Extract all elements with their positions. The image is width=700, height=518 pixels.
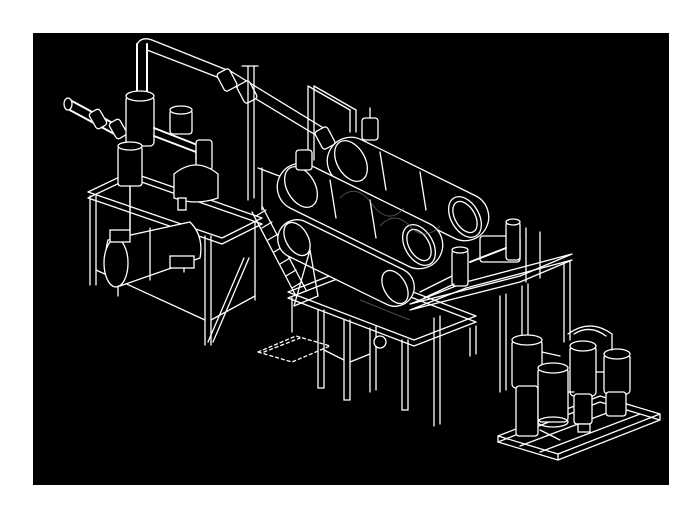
reactor-discharge-piping bbox=[419, 218, 521, 299]
reactor-support-frame bbox=[307, 85, 357, 161]
skid-vessel-1 bbox=[511, 334, 561, 437]
separator-column-1 bbox=[117, 90, 155, 231]
access-staircase bbox=[207, 167, 307, 343]
skid-vessel-3 bbox=[569, 340, 597, 425]
skid-piping bbox=[539, 325, 613, 441]
separator-column-2 bbox=[153, 105, 213, 171]
skid-vessel-4 bbox=[603, 348, 631, 417]
cad-drawing-frame bbox=[33, 33, 669, 485]
pyrolysis-reactor-upper bbox=[326, 107, 490, 242]
pyrolysis-reactor-front bbox=[277, 219, 415, 349]
right-platform bbox=[409, 227, 573, 427]
ground-walkway bbox=[257, 335, 331, 363]
pyrolysis-reactor-lower bbox=[276, 149, 444, 270]
watermark-logo bbox=[339, 190, 441, 321]
pyrolysis-plant-line-drawing bbox=[63, 38, 661, 461]
top-vapour-piping bbox=[136, 38, 336, 201]
reflux-tank bbox=[173, 149, 219, 211]
horizontal-condenser-tank bbox=[103, 221, 202, 297]
inlet-pipe-left bbox=[63, 97, 128, 140]
skid-vessel-2 bbox=[537, 362, 569, 428]
reactor-platform bbox=[287, 267, 477, 411]
